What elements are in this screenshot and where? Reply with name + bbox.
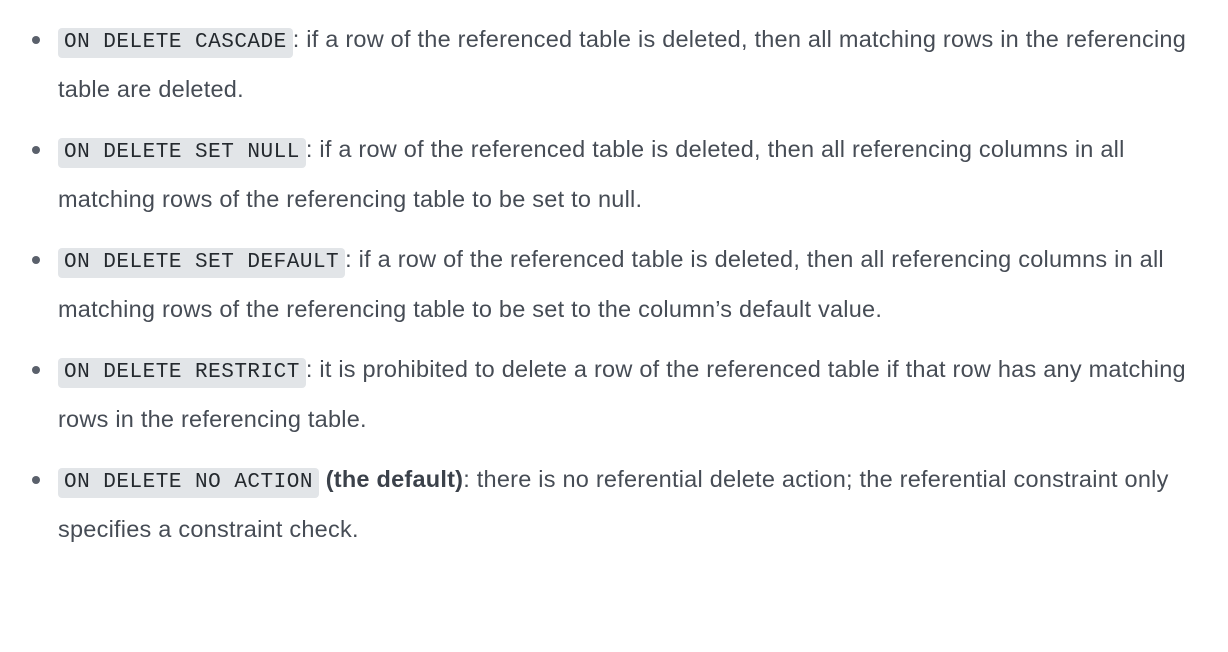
referential-actions-list: ON DELETE CASCADE: if a row of the refer… [20, 16, 1208, 552]
code-token: ON DELETE SET DEFAULT [58, 248, 346, 278]
list-item: ON DELETE RESTRICT: it is prohibited to … [20, 346, 1208, 442]
code-gap [319, 466, 326, 492]
list-item: ON DELETE NO ACTION (the default): there… [20, 456, 1208, 552]
code-token: ON DELETE CASCADE [58, 28, 293, 58]
list-item-text: : there is no referential delete action;… [58, 466, 1176, 542]
list-item-text: : if a row of the referenced table is de… [58, 26, 1193, 102]
document-body: ON DELETE CASCADE: if a row of the refer… [20, 16, 1208, 552]
list-item-text: : if a row of the referenced table is de… [58, 246, 1171, 322]
list-item-text: : it is prohibited to delete a row of th… [58, 356, 1193, 432]
list-item-text: : if a row of the referenced table is de… [58, 136, 1132, 212]
code-token: ON DELETE SET NULL [58, 138, 306, 168]
code-token: ON DELETE NO ACTION [58, 468, 319, 498]
list-item: ON DELETE CASCADE: if a row of the refer… [20, 16, 1208, 112]
bold-note: (the default) [325, 466, 464, 492]
list-item: ON DELETE SET DEFAULT: if a row of the r… [20, 236, 1208, 332]
code-token: ON DELETE RESTRICT [58, 358, 306, 388]
list-item: ON DELETE SET NULL: if a row of the refe… [20, 126, 1208, 222]
